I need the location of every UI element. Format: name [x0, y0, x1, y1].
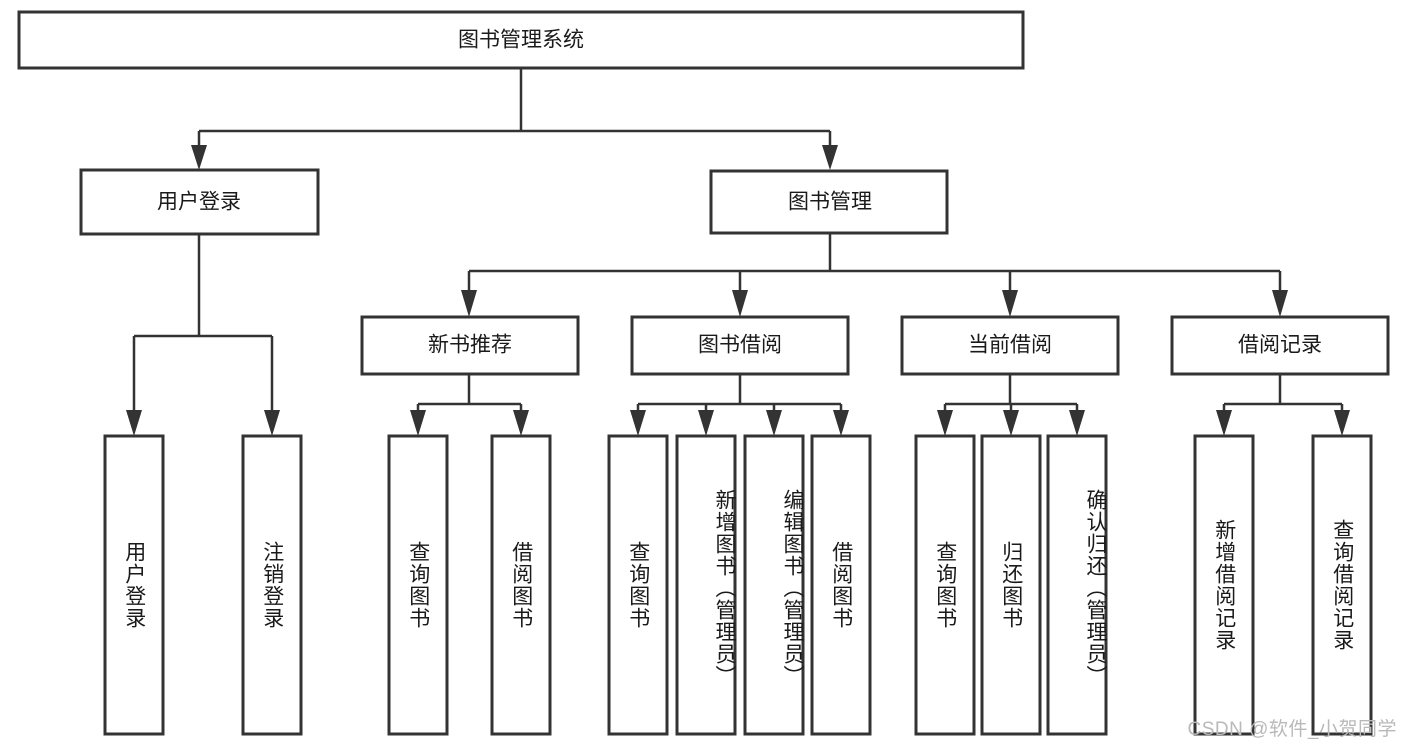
node-label: 借阅记录: [1238, 334, 1322, 357]
node-book-borrow[interactable]: 图书借阅: [630, 315, 850, 376]
arrow-head-icon: [1272, 290, 1288, 317]
node-label: 新书推荐: [428, 334, 512, 357]
node-box[interactable]: [79, 168, 320, 236]
leaf-box-query-book-3[interactable]: [914, 434, 976, 736]
node-label: 图书借阅: [698, 334, 782, 357]
leaf-box-add-book-admin[interactable]: [675, 434, 737, 736]
arrow-head-icon: [1002, 290, 1018, 317]
arrow-head-icon: [410, 410, 426, 436]
node-box[interactable]: [900, 315, 1120, 376]
connector-bookmgmt-to-level3: [461, 234, 1288, 317]
node-borrow-record[interactable]: 借阅记录: [1170, 315, 1390, 376]
arrow-head-icon: [732, 290, 748, 317]
leaf-box-edit-book-admin[interactable]: [743, 434, 805, 736]
arrow-head-icon: [191, 145, 207, 170]
connector-bookborrow-to-leaves: [630, 375, 849, 436]
arrow-head-icon: [264, 410, 280, 436]
node-label: 图书管理系统: [458, 29, 584, 52]
arrow-head-icon: [513, 410, 529, 436]
connector-currentborrow-to-leaves: [937, 375, 1085, 436]
node-label: 当前借阅: [968, 334, 1052, 357]
node-root-system[interactable]: 图书管理系统: [17, 10, 1025, 70]
node-label: 用户登录: [157, 191, 241, 214]
connector-newbook-to-leaves: [410, 375, 529, 436]
connector-borrowrecord-to-leaves: [1216, 375, 1350, 436]
arrow-head-icon: [126, 410, 142, 436]
arrow-head-icon: [630, 410, 646, 436]
arrow-head-icon: [937, 410, 953, 436]
arrow-head-icon: [1069, 410, 1085, 436]
leaf-box-borrow-book-1[interactable]: [490, 434, 552, 736]
node-current-borrow[interactable]: 当前借阅: [900, 315, 1120, 376]
arrow-head-icon: [1003, 410, 1019, 436]
leaf-box-query-book-2[interactable]: [607, 434, 669, 736]
csdn-watermark: CSDN @软件_小贺同学: [1187, 719, 1397, 740]
arrow-head-icon: [822, 145, 838, 170]
connector-userlogin-to-leaves: [126, 235, 280, 436]
node-box[interactable]: [17, 10, 1025, 70]
arrow-head-icon: [766, 410, 782, 436]
node-new-book-recommend[interactable]: 新书推荐: [360, 315, 580, 376]
arrow-head-icon: [461, 290, 477, 317]
leaf-box-query-book-1[interactable]: [387, 434, 449, 736]
leaf-box-return-book[interactable]: [980, 434, 1042, 736]
node-label: 图书管理: [788, 191, 872, 214]
leaf-box-query-borrow-record[interactable]: [1311, 434, 1373, 736]
arrow-head-icon: [833, 410, 849, 436]
node-book-management[interactable]: 图书管理: [709, 169, 949, 235]
node-box[interactable]: [1170, 315, 1390, 376]
node-box[interactable]: [709, 169, 949, 235]
arrow-head-icon: [1334, 410, 1350, 436]
arrow-head-icon: [698, 410, 714, 436]
connector-root-to-level2: [191, 69, 838, 170]
leaf-box-add-borrow-record[interactable]: [1193, 434, 1255, 736]
arrow-head-icon: [1216, 410, 1232, 436]
node-box[interactable]: [360, 315, 580, 376]
node-user-login[interactable]: 用户登录: [79, 168, 320, 236]
leaf-box-logout[interactable]: [241, 434, 303, 736]
node-box[interactable]: [630, 315, 850, 376]
leaf-box-confirm-return-admin[interactable]: [1046, 434, 1108, 736]
leaf-box-user-login[interactable]: [103, 434, 165, 736]
leaf-box-borrow-book-2[interactable]: [810, 434, 872, 736]
